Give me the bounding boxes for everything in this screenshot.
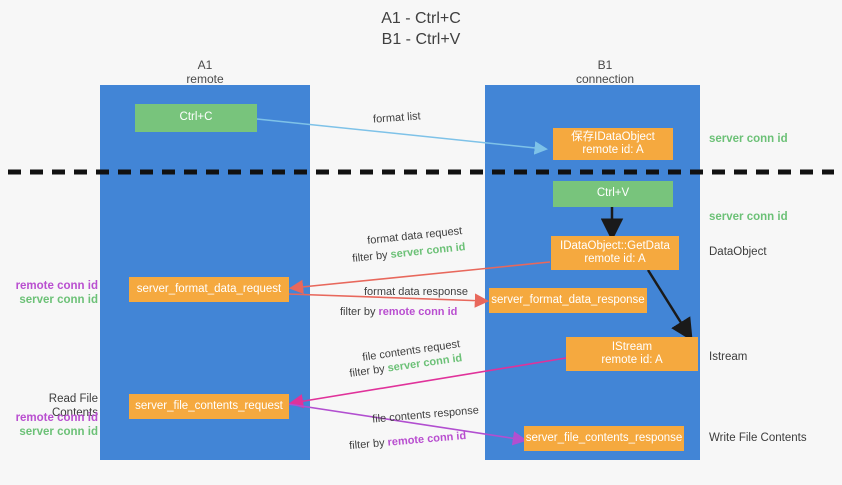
arrow-format-list [256, 118, 548, 155]
arrow-label-format-data-response: format data response [364, 286, 468, 298]
left-label-group-2: remote conn id server conn id [8, 411, 98, 439]
box-istream-line1: IStream [611, 340, 653, 353]
left-label-remote-conn-id-2: remote conn id [15, 412, 98, 424]
column-a1-sub: remote [186, 72, 224, 86]
title-line-1: A1 - Ctrl+C [381, 10, 461, 27]
filter-prefix: filter by [348, 436, 389, 453]
box-istream-line2: remote id: A [601, 354, 663, 366]
arrow-file-contents-request [288, 357, 567, 409]
box-ctrl-c[interactable]: Ctrl+C [135, 104, 257, 132]
column-a1-name: A1 [197, 58, 213, 72]
column-b1-sub: connection [575, 72, 635, 86]
box-server-file-contents-response-label: server_file_contents_response [525, 431, 683, 444]
right-label-server-conn-id-2: server conn id [709, 211, 788, 223]
arrow-file-contents-response [287, 403, 528, 446]
arrow-format-data-request [288, 261, 551, 295]
box-istream[interactable]: IStream remote id: A [566, 337, 698, 371]
box-getdata-line2: remote id: A [584, 253, 646, 265]
arrow-format-data-response [287, 293, 490, 308]
box-save-idataobject-line1: 保存IDataObject [571, 130, 655, 143]
arrow-label-format-data-response-filter: filter by remote conn id [340, 305, 457, 319]
column-header-a1: A1 remote [135, 58, 275, 86]
filter-value-remote-conn-id: remote conn id [378, 306, 458, 318]
box-server-file-contents-request-label: server_file_contents_request [135, 399, 283, 412]
arrow-getdata-to-istream [646, 269, 693, 342]
left-label-server-conn-id-2: server conn id [19, 426, 98, 438]
filter-prefix: filter by [340, 306, 379, 318]
box-ctrl-v-label: Ctrl+V [596, 187, 630, 200]
right-label-istream: Istream [709, 351, 748, 363]
title-line-2: B1 - Ctrl+V [381, 31, 461, 48]
column-header-b1: B1 connection [535, 58, 675, 86]
right-label-write-file-contents: Write File Contents [709, 432, 807, 444]
box-server-format-data-response-label: server_format_data_response [491, 293, 645, 306]
box-save-idataobject-line2: remote id: A [582, 144, 644, 156]
box-ctrl-c-label: Ctrl+C [179, 111, 213, 124]
left-label-group-1: remote conn id server conn id [8, 279, 98, 307]
box-idataobject-getdata[interactable]: IDataObject::GetData remote id: A [551, 236, 679, 270]
diagram-title: A1 - Ctrl+C B1 - Ctrl+V [0, 8, 842, 50]
box-save-idataobject[interactable]: 保存IDataObject remote id: A [553, 128, 673, 160]
box-server-format-data-request-label: server_format_data_request [136, 282, 282, 295]
box-server-format-data-request[interactable]: server_format_data_request [129, 277, 289, 302]
box-ctrl-v[interactable]: Ctrl+V [553, 181, 673, 207]
column-b1-name: B1 [597, 58, 613, 72]
box-server-format-data-response[interactable]: server_format_data_response [489, 288, 647, 313]
left-label-remote-conn-id-1: remote conn id [15, 280, 98, 292]
box-server-file-contents-request[interactable]: server_file_contents_request [129, 394, 289, 419]
box-getdata-line1: IDataObject::GetData [560, 239, 670, 252]
right-label-dataobject: DataObject [709, 246, 767, 258]
left-label-read-file-contents: Read File Contents [48, 393, 98, 419]
left-label-server-conn-id-1: server conn id [19, 294, 98, 306]
right-label-server-conn-id-1: server conn id [709, 133, 788, 145]
box-server-file-contents-response[interactable]: server_file_contents_response [524, 426, 684, 451]
